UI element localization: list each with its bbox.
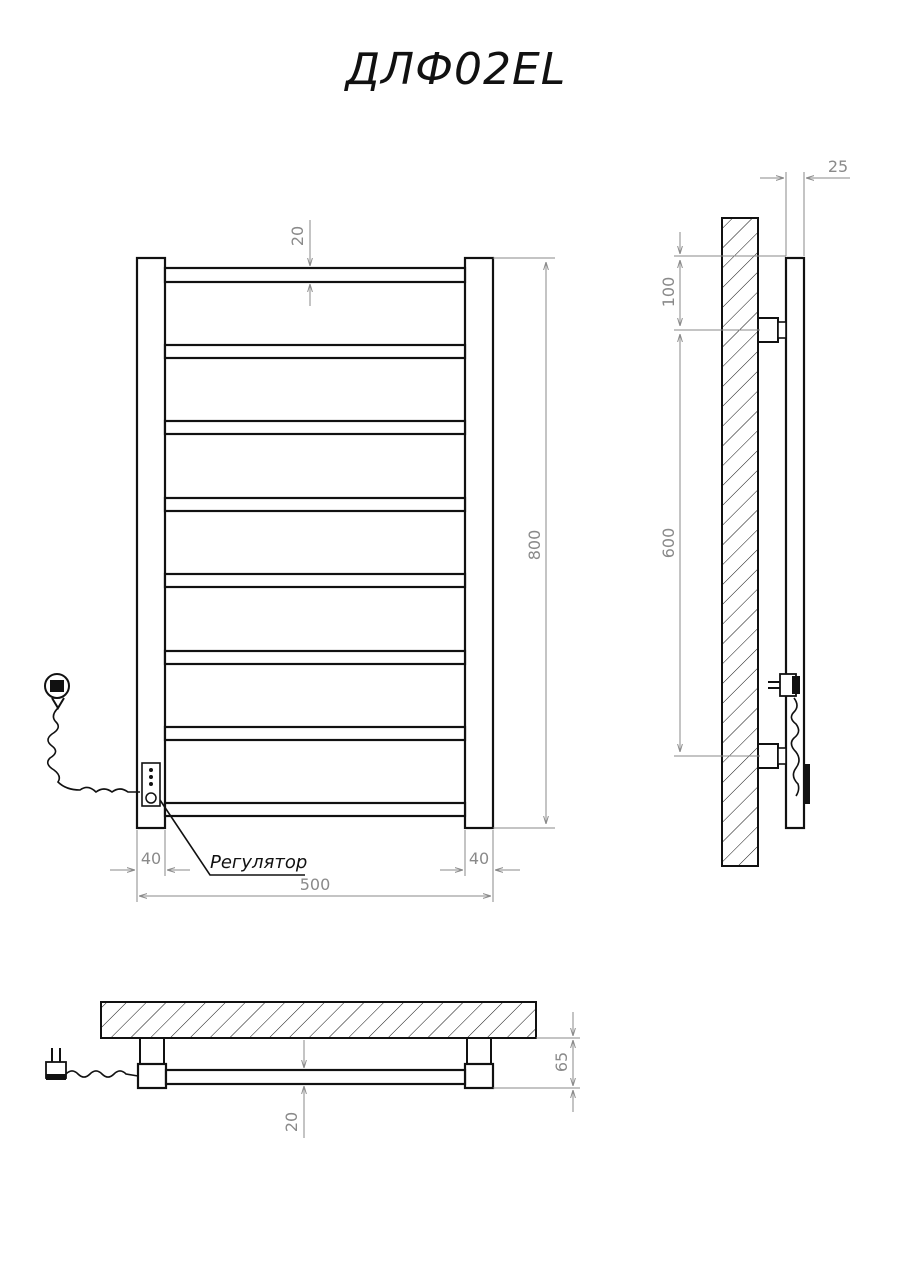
dim-right-rail: 40 [440, 830, 520, 902]
dim-bar-thickness: 20 [288, 220, 310, 306]
side-mount-bottom [757, 743, 787, 769]
svg-text:25: 25 [828, 157, 848, 176]
svg-text:65: 65 [552, 1052, 571, 1072]
svg-text:40: 40 [141, 849, 161, 868]
svg-text:500: 500 [300, 875, 331, 894]
dim-mount-distance: 600 [659, 334, 760, 757]
top-mount-left [139, 1037, 165, 1065]
dim-height: 800 [493, 257, 555, 829]
svg-text:800: 800 [525, 530, 544, 561]
side-cord [790, 697, 800, 797]
svg-text:600: 600 [659, 528, 678, 559]
top-cord [65, 1070, 139, 1078]
svg-text:20: 20 [282, 1112, 301, 1132]
front-view: Регулятор 20 800 40 [44, 220, 555, 902]
regulator-label: Регулятор [210, 852, 307, 873]
dim-top-offset: 100 [659, 232, 786, 331]
crossbars [163, 266, 467, 818]
top-view: 65 20 [45, 1001, 580, 1138]
side-view: 25 100 600 [659, 157, 850, 867]
regulator-leader [159, 799, 305, 876]
side-mount-top [757, 317, 787, 343]
svg-text:100: 100 [659, 277, 678, 308]
dim-width: 500 [139, 875, 491, 896]
dim-offset-depth: 25 [760, 157, 850, 256]
left-rail [135, 256, 167, 830]
wall-top-section [100, 1001, 537, 1039]
side-rail [784, 256, 806, 830]
wall-section [721, 217, 759, 867]
side-plug-icon [768, 673, 800, 697]
dim-left-rail: 40 [110, 830, 190, 902]
dim-wall-distance: 65 [493, 1012, 580, 1112]
power-cord [46, 707, 140, 794]
top-rail-left [136, 1062, 168, 1090]
top-rail-right [463, 1062, 495, 1090]
regulator [141, 762, 161, 807]
drawing-title: ДЛФ02EL [344, 44, 567, 95]
top-mount-right [466, 1037, 492, 1065]
plug-icon [44, 673, 70, 710]
top-crossbar [164, 1068, 467, 1086]
svg-text:20: 20 [288, 226, 307, 246]
top-plug-icon [45, 1048, 67, 1080]
dim-top-bar-thickness: 20 [282, 1040, 304, 1138]
right-rail [463, 256, 495, 830]
side-regulator [804, 764, 810, 804]
svg-text:40: 40 [469, 849, 489, 868]
